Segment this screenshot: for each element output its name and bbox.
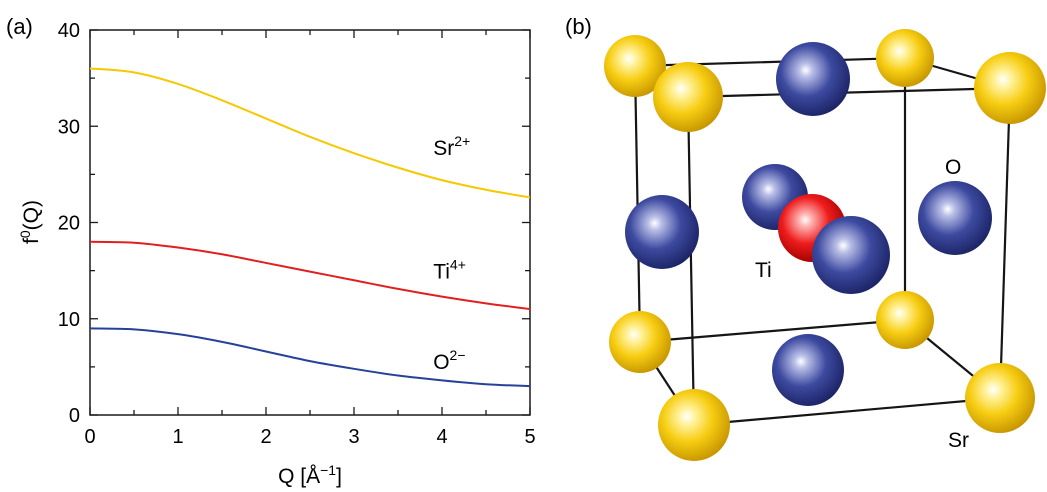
x-tick-label: 0	[84, 426, 95, 448]
panel-b-label: (b)	[565, 14, 592, 39]
axis-ticks	[89, 29, 531, 416]
strontium-atom	[658, 389, 730, 461]
series-label-sr: Sr2+	[433, 133, 470, 160]
scattering-factor-chart: 0 1 2 3 4 5 0 10 20 30 40 Sr2+ Ti4+ O2− Q [Å−1] f0(Q…	[17, 20, 536, 488]
x-tick-label: 5	[524, 426, 535, 448]
strontium-atom	[609, 311, 671, 373]
series-line-sr	[89, 67, 531, 199]
ti-label: Ti	[755, 259, 772, 282]
sr-label: Sr	[948, 429, 969, 452]
series-line-ti	[89, 240, 531, 311]
strontium-atom	[876, 29, 934, 87]
series-label-o: O2−	[433, 347, 465, 374]
tick-labels: 0 1 2 3 4 5 0 10 20 30 40	[58, 20, 536, 448]
o-label: O	[945, 156, 961, 179]
strontium-atom	[604, 35, 666, 97]
x-axis-label: Q [Å−1]	[278, 462, 342, 488]
oxygen-atom	[776, 42, 850, 116]
strontium-atom	[974, 52, 1046, 124]
y-tick-label: 20	[58, 213, 80, 235]
series-line-o	[89, 327, 531, 388]
y-tick-label: 10	[58, 309, 80, 331]
strontium-atom	[876, 291, 934, 349]
y-tick-label: 40	[58, 20, 80, 42]
x-tick-label: 2	[260, 426, 271, 448]
oxygen-atom	[812, 216, 890, 294]
y-tick-label: 0	[69, 405, 80, 427]
strontium-atom	[965, 363, 1035, 433]
oxygen-atom	[625, 195, 699, 269]
oxygen-atom	[918, 181, 992, 255]
y-tick-label: 30	[58, 116, 80, 138]
oxygen-atom	[772, 334, 844, 406]
srtio3-unit-cell: Ti O Sr	[604, 29, 1046, 461]
x-tick-label: 1	[172, 426, 183, 448]
y-axis-label: f0(Q)	[17, 200, 43, 244]
series-label-ti: Ti4+	[433, 256, 466, 283]
x-tick-label: 4	[436, 426, 447, 448]
x-tick-label: 3	[348, 426, 359, 448]
series-lines	[89, 67, 531, 388]
series-labels: Sr2+ Ti4+ O2−	[433, 133, 470, 374]
panel-a-label: (a)	[6, 14, 33, 39]
strontium-atom	[653, 62, 723, 132]
